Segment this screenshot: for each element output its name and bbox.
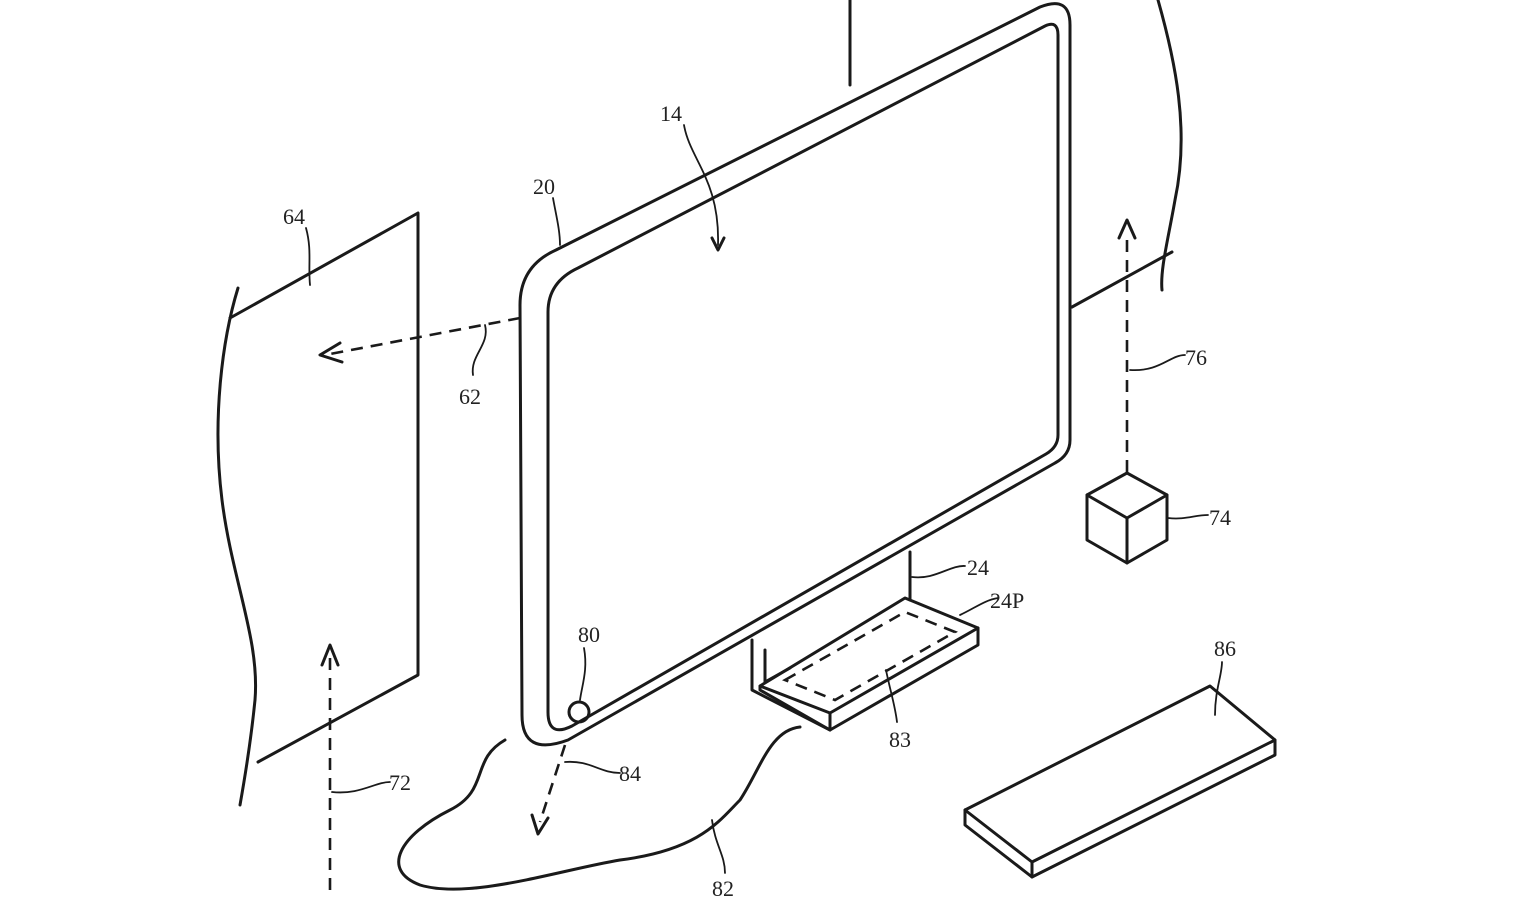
leader-lines [305,124,1223,874]
label-82: 82 [712,876,734,900]
label-20: 20 [533,174,555,199]
camera-icon [567,700,591,724]
label-74: 74 [1209,505,1231,530]
arrows [318,218,1137,890]
display-device [518,2,1072,747]
background-wall [848,0,1183,309]
label-24: 24 [967,555,989,580]
label-80: 80 [578,622,600,647]
label-86: 86 [1214,636,1236,661]
label-24p: 24P [990,588,1024,613]
cube-device [1085,471,1169,565]
label-62: 62 [459,384,481,409]
plate-region-outline [782,610,958,702]
label-64: 64 [283,204,305,229]
floor-region [397,725,802,891]
label-76: 76 [1185,345,1207,370]
label-14: 14 [660,101,682,126]
wall-panel [216,211,420,807]
label-84: 84 [619,761,641,786]
stand [750,550,980,732]
keyboard [963,684,1277,879]
label-72: 72 [389,770,411,795]
label-83: 83 [889,727,911,752]
